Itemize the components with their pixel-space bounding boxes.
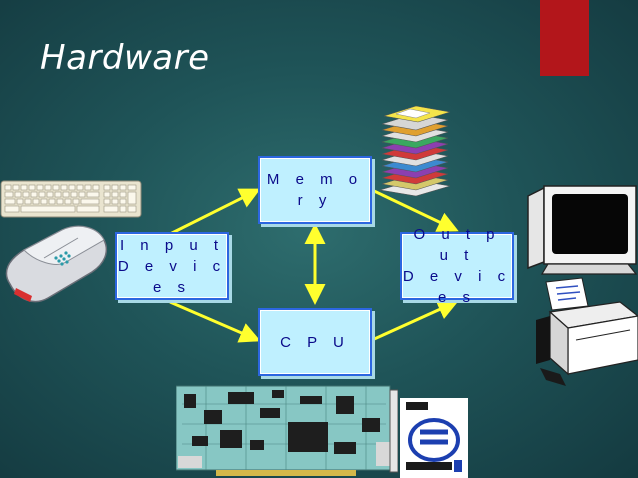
memory-label: M e m o r y (266, 171, 364, 209)
arrow-cpu-to-output (371, 299, 459, 342)
monitor-icon (527, 185, 638, 275)
memory-box: M e m o r y (258, 156, 372, 224)
arrow-memory-to-output (371, 188, 459, 232)
mouse-icon (5, 225, 108, 303)
slide-title: Hardware (40, 38, 210, 78)
input-label-line1: I n p u t (119, 236, 225, 254)
input-label-line2: D e v i c e s (117, 257, 227, 296)
cpu-label: C P U (280, 333, 350, 351)
circuit-board-icon (176, 385, 398, 476)
printer-icon (536, 277, 638, 386)
intel-pentium-logo (400, 398, 468, 478)
output-devices-box: O u t p u t D e v i c e s (400, 226, 514, 306)
keyboard-icon (0, 180, 142, 218)
output-label-line1: O u t p u t (413, 226, 501, 264)
arrow-input-to-cpu (169, 300, 261, 343)
input-devices-box: I n p u t D e v i c e s (115, 232, 229, 300)
arrow-input-to-memory (169, 188, 261, 236)
cpu-box: C P U (258, 308, 372, 376)
floppy-disks-icon (379, 105, 451, 197)
accent-bar (540, 0, 589, 76)
output-label-line2: D e v i c e s (402, 268, 512, 306)
